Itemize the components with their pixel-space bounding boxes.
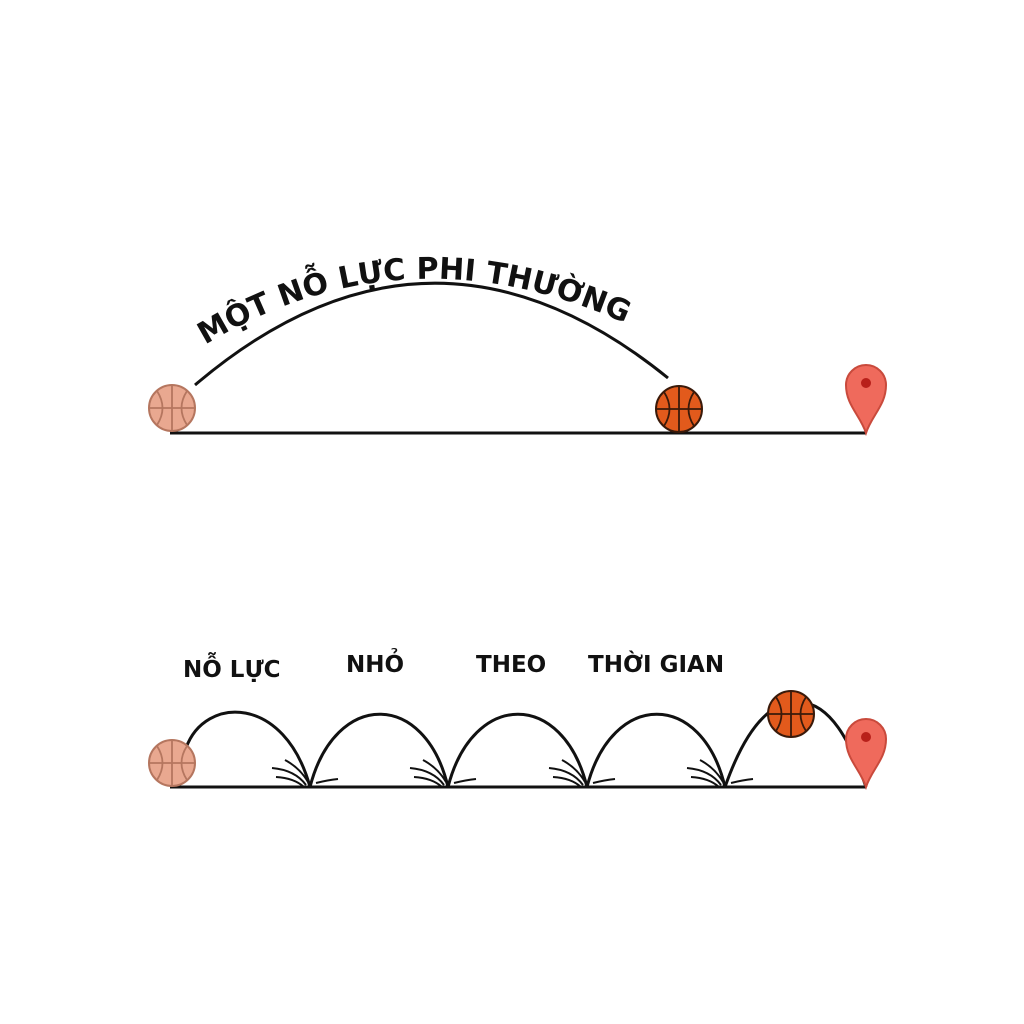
bottom-label: THEO: [476, 652, 546, 678]
basketball-icon: [148, 384, 196, 432]
bounce-arc: [585, 712, 727, 788]
bottom-scene: NỖ LỰC NHỎ THEO THỜI GIAN: [148, 648, 888, 791]
basketball-icon: [767, 690, 815, 738]
bottom-label: THỜI GIAN: [588, 650, 724, 678]
basketball-icon: [148, 739, 196, 787]
top-trajectory-arc: [194, 281, 669, 387]
bottom-label: NỖ LỰC: [183, 652, 281, 683]
bottom-label: NHỎ: [346, 648, 404, 678]
location-pin-icon: [844, 364, 888, 437]
location-pin-icon: [844, 718, 888, 791]
bounce-arc: [308, 712, 450, 788]
top-scene: MỘT NỖ LỰC PHI THƯỜNG: [148, 252, 888, 437]
bounce-arc: [184, 710, 312, 788]
impact-marks: [271, 759, 754, 788]
bounce-arc: [446, 712, 589, 788]
basketball-icon: [655, 385, 703, 433]
